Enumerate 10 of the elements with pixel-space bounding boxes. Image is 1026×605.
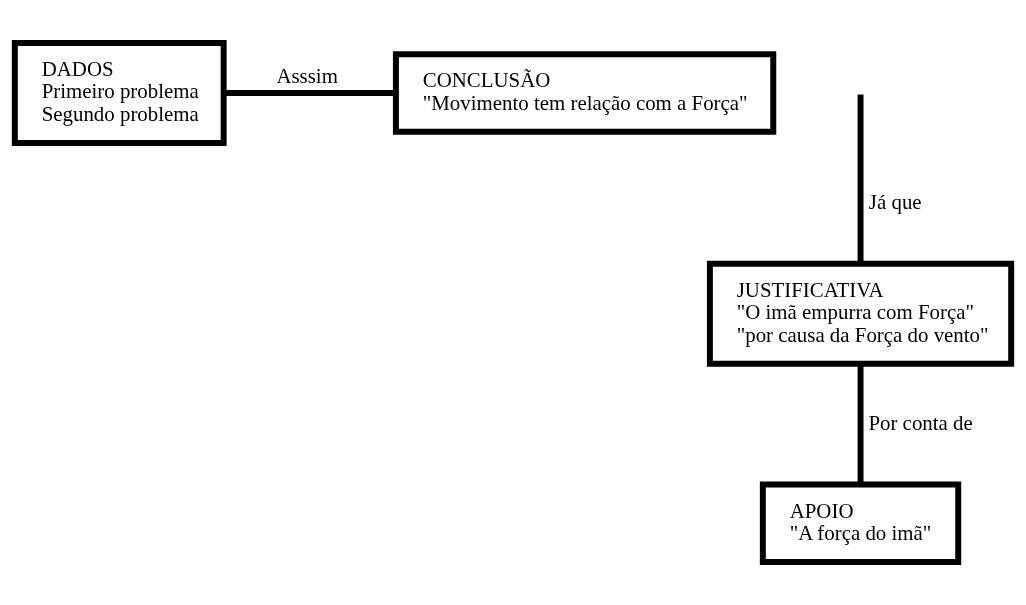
connector [857,364,864,485]
node-box: JUSTIFICATIVA "O imã empurra com Força" "por causa da Força do vento" [706,260,1015,367]
edge-label: Asssim [276,63,338,88]
connector [223,89,396,96]
connector [857,94,864,264]
node-box: CONCLUSÃO "Movimento tem relação com a Força" [392,51,777,135]
node-box: APOIO "A força do imã" [759,481,962,565]
edge-label: Por conta de [868,410,973,435]
node-box: DADOS Primeiro problema Segundo problema [11,40,227,146]
edge-label: Já que [868,189,922,214]
